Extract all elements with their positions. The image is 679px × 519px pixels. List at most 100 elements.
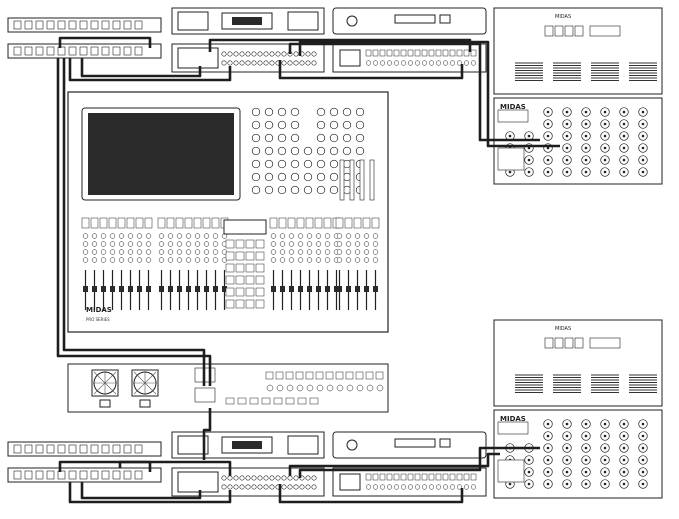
xlr-pin [622, 470, 626, 474]
strip-port [456, 484, 463, 490]
strip-port [442, 49, 449, 57]
xlr-pin [546, 110, 550, 114]
strip-port [400, 473, 407, 481]
rear-port [375, 371, 384, 380]
rotary-knob [277, 159, 287, 169]
rotary-knob [329, 107, 339, 117]
xlr-pin [546, 482, 550, 486]
xlr-pin [622, 170, 626, 174]
channel-knob [315, 249, 322, 255]
rotary-knob [342, 172, 352, 182]
xlr-pin [565, 122, 569, 126]
io-port [68, 470, 77, 480]
xlr-pin [546, 134, 550, 138]
channel-knob [127, 233, 134, 239]
snake-port [269, 51, 275, 57]
io-port [134, 444, 143, 454]
channel-knob [167, 257, 174, 263]
io-port [123, 470, 132, 480]
xlr-pin [641, 158, 645, 162]
strip-port [463, 484, 470, 490]
rotary-knob [303, 185, 313, 195]
rear-xlr [356, 384, 364, 392]
strip-port [442, 484, 449, 490]
channel-knob [270, 233, 277, 239]
xlr-pin [508, 482, 512, 486]
strip-port [470, 49, 477, 57]
network-bridge-unit-top [171, 7, 325, 35]
xlr-pin [603, 146, 607, 150]
xlr-pin [546, 170, 550, 174]
io-port [90, 444, 99, 454]
rotary-knob [251, 185, 261, 195]
xlr-pin [565, 110, 569, 114]
strip-port [428, 49, 435, 57]
io-port [90, 20, 99, 30]
channel-knob [324, 233, 331, 239]
fader-cap [289, 286, 294, 292]
strip-port [428, 60, 435, 66]
channel-knob [279, 257, 286, 263]
strip-port [463, 49, 470, 57]
snake-port [239, 484, 245, 490]
io-port [24, 444, 33, 454]
channel-knob [145, 241, 152, 247]
strip-port [372, 473, 379, 481]
io-port [24, 470, 33, 480]
digital-snake-unit-top [171, 43, 325, 73]
snake-port [257, 475, 263, 481]
display-window [589, 337, 621, 349]
xlr-pin [527, 482, 531, 486]
fader-cap [280, 286, 285, 292]
channel-knob [100, 249, 107, 255]
fader-cap [186, 286, 191, 292]
xlr-pin [546, 122, 550, 126]
digital-io-unit-top-a [7, 17, 162, 33]
strip-port [407, 60, 414, 66]
strip-port [379, 484, 386, 490]
channel-knob [288, 241, 295, 247]
strip-port [407, 49, 414, 57]
strip-port [456, 49, 463, 57]
channel-knob [363, 241, 370, 247]
snake-port [245, 484, 251, 490]
io-port [79, 444, 88, 454]
strip-port [414, 473, 421, 481]
channel-knob [297, 249, 304, 255]
fader-cap [110, 286, 115, 292]
strip-port [365, 49, 372, 57]
strip-port [407, 484, 414, 490]
center-button [255, 251, 265, 261]
channel-knob [324, 249, 331, 255]
snake-port [299, 484, 305, 490]
xlr-pin [641, 482, 645, 486]
rotary-knob [316, 133, 326, 143]
snake-port [233, 60, 239, 66]
rotary-knob [251, 146, 261, 156]
center-button [235, 263, 245, 273]
channel-knob [145, 249, 152, 255]
rotary-knob [251, 133, 261, 143]
indicator [544, 337, 554, 349]
channel-button [323, 217, 332, 229]
io-port [112, 20, 121, 30]
channel-button [81, 217, 90, 229]
channel-knob [91, 241, 98, 247]
xlr-pin [603, 446, 607, 450]
snake-port [311, 484, 317, 490]
fader-cap [168, 286, 173, 292]
center-button [235, 299, 245, 309]
xlr-pin [584, 122, 588, 126]
digital-io-unit-bottom-b [7, 467, 162, 483]
channel-knob [158, 249, 165, 255]
rear-port [335, 371, 344, 380]
channel-knob [306, 241, 313, 247]
channel-button [362, 217, 371, 229]
snake-port [263, 475, 269, 481]
channel-knob [324, 257, 331, 263]
strip-port [414, 49, 421, 57]
rear-xlr [276, 384, 284, 392]
strip-port [442, 473, 449, 481]
rear-port [315, 371, 324, 380]
rotary-knob [329, 146, 339, 156]
